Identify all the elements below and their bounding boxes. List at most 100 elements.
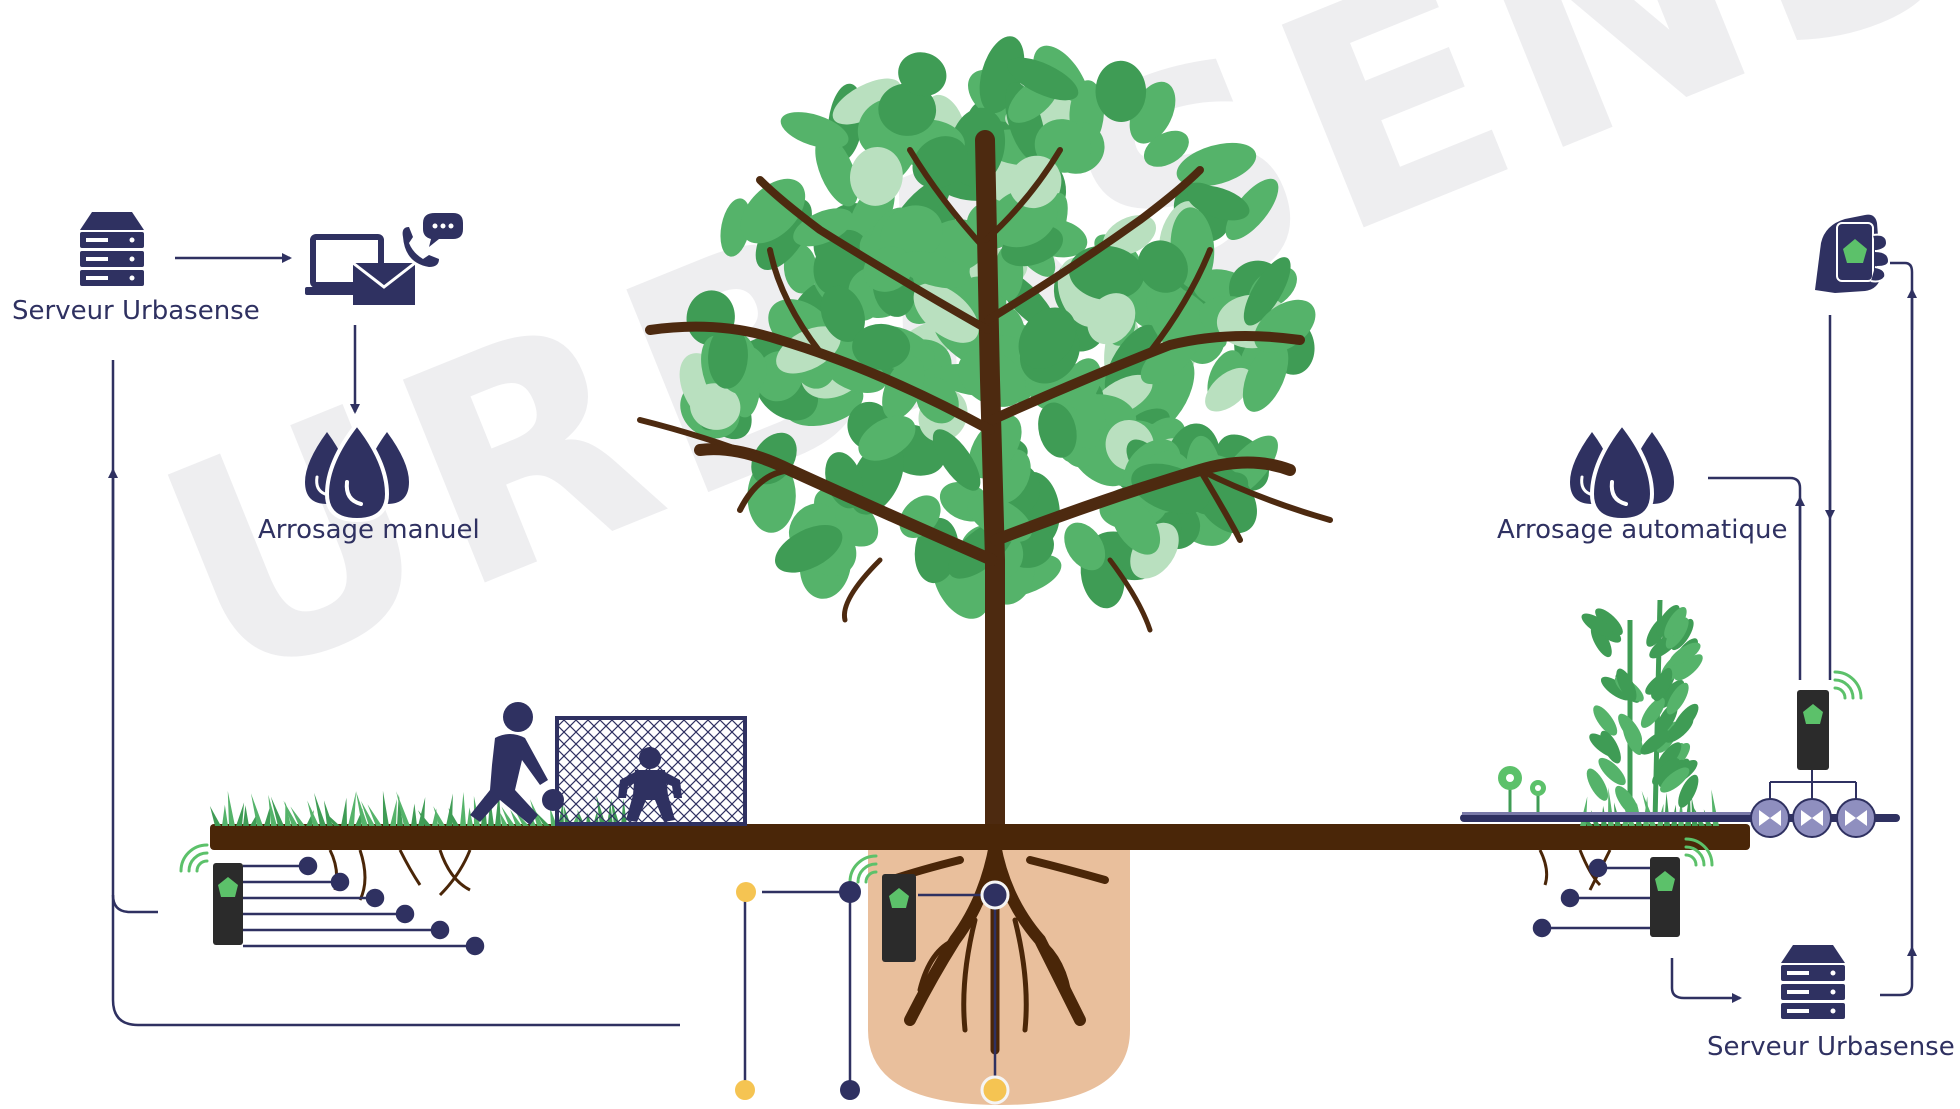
tree-crown	[679, 36, 1316, 619]
server-label-right: Serveur Urbasense	[1707, 1032, 1955, 1062]
leaf	[1187, 185, 1250, 221]
wifi-signal-icon	[864, 870, 878, 884]
soccer-player-icon	[470, 702, 564, 825]
soil-sensor	[882, 874, 916, 962]
bush-leaf	[1598, 757, 1626, 786]
bush-leaf	[1666, 682, 1689, 715]
grass-blade	[326, 813, 340, 826]
grass-blade	[529, 799, 543, 826]
leaf	[1225, 178, 1279, 241]
wifi-signal-icon	[1833, 678, 1855, 700]
leaf	[1038, 402, 1077, 458]
leaf	[708, 324, 748, 389]
bush-leaf	[1652, 758, 1680, 786]
probe-yellow-top	[736, 882, 756, 902]
leaf	[897, 251, 969, 289]
leaf	[1007, 57, 1079, 101]
leaf	[1205, 367, 1253, 412]
wifi-signal-icon	[848, 854, 878, 884]
grass-blade	[222, 804, 228, 826]
grass-blade	[250, 793, 263, 826]
grass-blade	[467, 807, 473, 826]
grass-blade	[355, 791, 368, 826]
grass-blade	[314, 792, 326, 826]
grass-blade	[268, 794, 277, 826]
leaf	[1243, 257, 1291, 326]
grass-blade	[433, 806, 445, 826]
wifi-signal-icon	[195, 859, 209, 873]
plant-bush	[1581, 599, 1703, 823]
grass-left	[209, 790, 627, 826]
leaf	[1137, 240, 1188, 293]
bush-leaf	[1660, 767, 1690, 793]
grass-blade	[341, 797, 347, 826]
wifi-signal-icon	[1684, 837, 1714, 867]
valve-connector-lines	[1769, 770, 1857, 800]
grass-blade	[264, 806, 271, 826]
irrigation-pipe	[1460, 814, 1900, 822]
computer-mail-phone-icon	[305, 213, 463, 305]
probe-navy-bottom	[840, 1080, 860, 1100]
grass-blade	[500, 812, 508, 826]
leaf	[720, 198, 751, 257]
bush-leaf	[1586, 768, 1609, 801]
grass-blade	[270, 796, 284, 826]
bush-leaf	[1664, 606, 1687, 639]
leaf	[932, 429, 981, 491]
bush-leaf	[1656, 742, 1682, 772]
leaf	[878, 83, 937, 136]
tree	[637, 36, 1333, 1055]
hand-sensor-icon	[1815, 214, 1891, 293]
bush-leaf	[1600, 676, 1632, 701]
soil-sensor	[213, 863, 243, 945]
grass-blade	[227, 790, 235, 826]
bush-leaf	[1593, 705, 1618, 736]
leaf	[775, 524, 843, 573]
leaf	[690, 383, 741, 430]
bush-leaf	[1652, 667, 1673, 702]
leaf	[1018, 307, 1077, 369]
bush-leaf	[1622, 722, 1643, 755]
grass-blade	[495, 790, 501, 826]
small-roots-left	[328, 849, 472, 901]
right-probe-lines	[1532, 858, 1650, 938]
bush-leaf	[1678, 774, 1699, 808]
grass-blade	[390, 798, 397, 826]
soil-sensor	[1797, 690, 1829, 770]
probe-root-top	[980, 880, 1010, 910]
bush-leaf	[1640, 730, 1671, 755]
right-flow-lines	[1670, 261, 1917, 1003]
bush-leaf	[1656, 605, 1680, 636]
flowers-icon	[1498, 766, 1546, 815]
leaf	[898, 52, 947, 97]
wifi-signal-icon	[1684, 853, 1698, 867]
probe-yellow-bottom	[735, 1080, 755, 1100]
sensors	[179, 670, 1863, 962]
grass-blade	[367, 804, 382, 826]
grass-blade	[209, 806, 221, 826]
bush-leaf	[1640, 697, 1665, 728]
water-drops-icon	[305, 420, 409, 523]
server-label-left: Serveur Urbasense	[12, 296, 260, 326]
leaf	[1064, 522, 1106, 571]
wifi-signal-icon	[1684, 845, 1706, 867]
grass-blade	[307, 800, 319, 826]
valve-group	[1750, 798, 1876, 838]
center-probe-lines	[743, 890, 997, 1090]
leaf	[1110, 495, 1161, 555]
left-flow-lines	[108, 253, 680, 1027]
leaf	[832, 78, 901, 125]
grass-blade	[283, 800, 298, 826]
grass-blade	[397, 794, 403, 826]
grass-blade	[417, 810, 431, 826]
ground-bar	[210, 824, 1750, 850]
grass-blade	[382, 790, 389, 826]
leaf	[1140, 335, 1197, 385]
grass-blade	[236, 802, 245, 826]
grass-blade	[411, 803, 417, 826]
grass-blade	[243, 805, 249, 826]
bush-leaf	[1673, 703, 1699, 734]
bush-leaf	[1595, 608, 1623, 636]
water-drops-icon-right	[1570, 420, 1674, 523]
